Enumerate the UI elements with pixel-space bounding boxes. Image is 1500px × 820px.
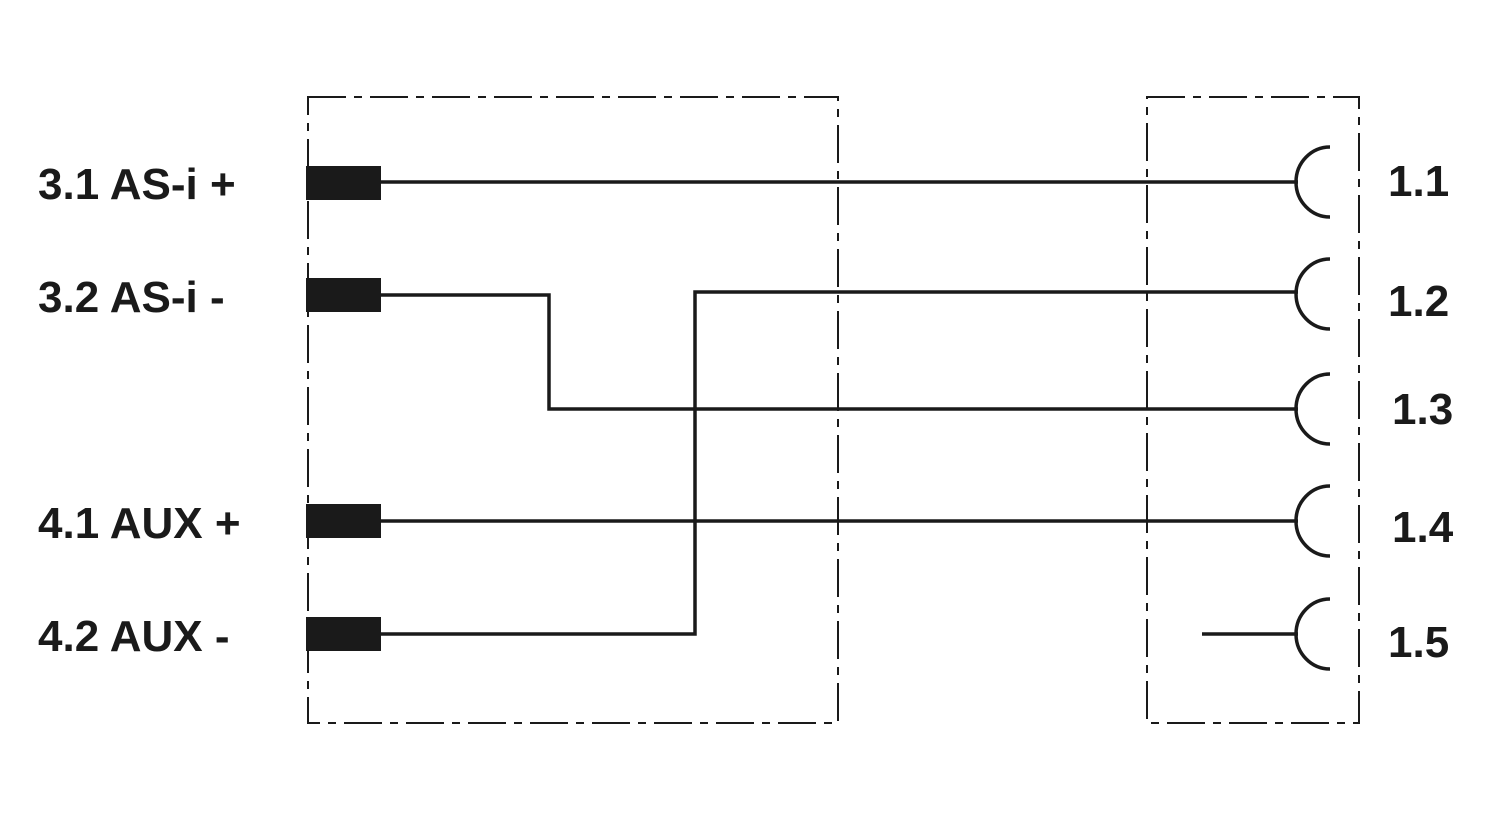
socket-1-1 — [1294, 145, 1331, 219]
pin-3-1 — [306, 166, 381, 200]
right-connector-housing — [1146, 96, 1360, 724]
socket-label-1-4: 1.4 — [1392, 503, 1454, 552]
socket-label-1-1: 1.1 — [1388, 157, 1449, 206]
socket-1-3 — [1294, 372, 1331, 446]
socket-label-1-3: 1.3 — [1392, 385, 1453, 434]
socket-1-5 — [1294, 597, 1331, 671]
socket-1-4 — [1294, 484, 1331, 558]
socket-label-1-5: 1.5 — [1388, 618, 1449, 667]
pin-label-4-2: 4.2 AUX - — [38, 612, 230, 661]
pin-3-2 — [306, 278, 381, 312]
pin-label-3-1: 3.1 AS-i + — [38, 160, 236, 209]
wire-3-2-to-1-3 — [381, 293, 1298, 411]
pin-label-4-1: 4.1 AUX + — [38, 499, 241, 548]
wire-4-2-to-1-2 — [381, 290, 1298, 636]
pin-4-2 — [306, 617, 381, 651]
socket-label-1-2: 1.2 — [1388, 277, 1449, 326]
pin-4-1 — [306, 504, 381, 538]
pin-label-3-2: 3.2 AS-i - — [38, 273, 225, 322]
socket-1-2 — [1294, 257, 1331, 331]
